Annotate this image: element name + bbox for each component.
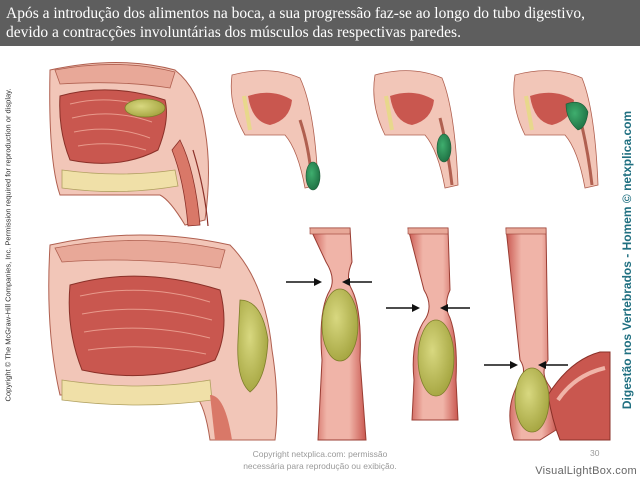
esophagus-tube-2 — [386, 227, 470, 421]
arrow-icon — [538, 361, 568, 369]
header-bar: Após a introdução dos alimentos na boca,… — [0, 0, 640, 46]
copyright-text: Copyright © The McGraw-Hill Companies, I… — [3, 88, 13, 402]
header-text: Após a introdução dos alimentos na boca,… — [6, 4, 634, 42]
bolus-green-3 — [565, 101, 589, 131]
bolus-green-1 — [305, 161, 321, 191]
footer: Copyright netxplica.com: permissão neces… — [200, 448, 440, 472]
esophagus-tube-3 — [484, 227, 611, 441]
arrow-icon — [484, 361, 518, 369]
small-head-2 — [373, 70, 459, 189]
head-section-bottom — [48, 234, 278, 441]
header-line-1: Após a introdução dos alimentos na boca,… — [6, 5, 585, 22]
bolus-mouth — [124, 98, 166, 118]
arrow-icon — [440, 304, 470, 312]
arrow-icon — [286, 278, 322, 286]
watermark: VisualLightBox.com — [535, 465, 637, 477]
header-line-2: devido a contracções involuntárias dos m… — [6, 24, 461, 41]
small-head-3 — [513, 70, 599, 189]
stomach — [547, 351, 611, 441]
slide-number: 30 — [590, 448, 600, 458]
small-head-1 — [230, 70, 321, 191]
esophagus-tube-1 — [286, 227, 372, 441]
footer-line-1: Copyright netxplica.com: permissão — [252, 449, 388, 459]
caption-vertical: Digestão nos Vertebrados - Homem © netxp… — [616, 110, 638, 410]
bolus-green-2 — [436, 133, 452, 163]
bolus-tube-2 — [417, 319, 455, 397]
copyright-vertical: Copyright © The McGraw-Hill Companies, I… — [1, 60, 15, 430]
swallowing-diagram — [48, 62, 611, 441]
bolus-pharynx — [237, 299, 269, 393]
arrow-icon — [386, 304, 420, 312]
head-section-top — [49, 62, 209, 227]
bolus-tube-1 — [321, 288, 359, 362]
footer-line-2: necessária para reprodução ou exibição. — [243, 461, 397, 471]
caption-text: Digestão nos Vertebrados - Homem © netxp… — [620, 110, 634, 410]
bolus-tube-3 — [514, 367, 550, 433]
arrow-icon — [342, 278, 372, 286]
